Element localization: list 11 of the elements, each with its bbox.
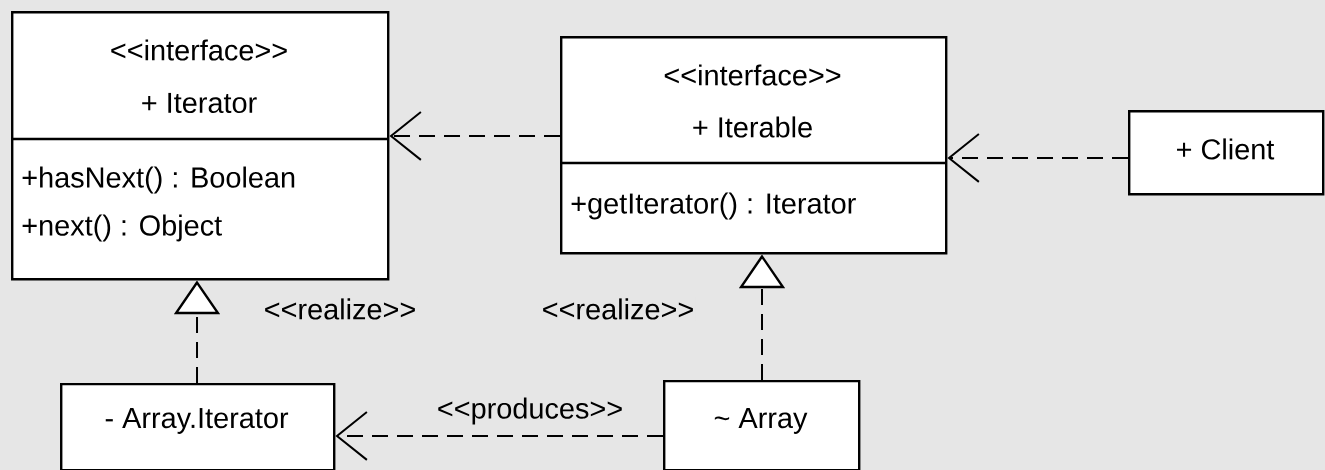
class-box: - Array.Iterator xyxy=(60,383,336,470)
dependency-arrow xyxy=(947,133,1129,183)
dependency-arrow xyxy=(389,111,561,161)
dependency-arrow xyxy=(335,411,664,461)
class-box: + Client xyxy=(1128,110,1325,196)
class-box: ~ Array xyxy=(663,380,861,470)
class-box: <<interface>> + Iterator +hasNext() : Boolean +next() : Object xyxy=(11,11,390,281)
edge-label: <<produces>> xyxy=(435,396,625,426)
edge-label: <<realize>> xyxy=(262,297,418,321)
edge-label: <<realize>> xyxy=(540,297,696,321)
class-box: <<interface>> + Iterable +getIterator() : Iterator xyxy=(560,36,948,255)
